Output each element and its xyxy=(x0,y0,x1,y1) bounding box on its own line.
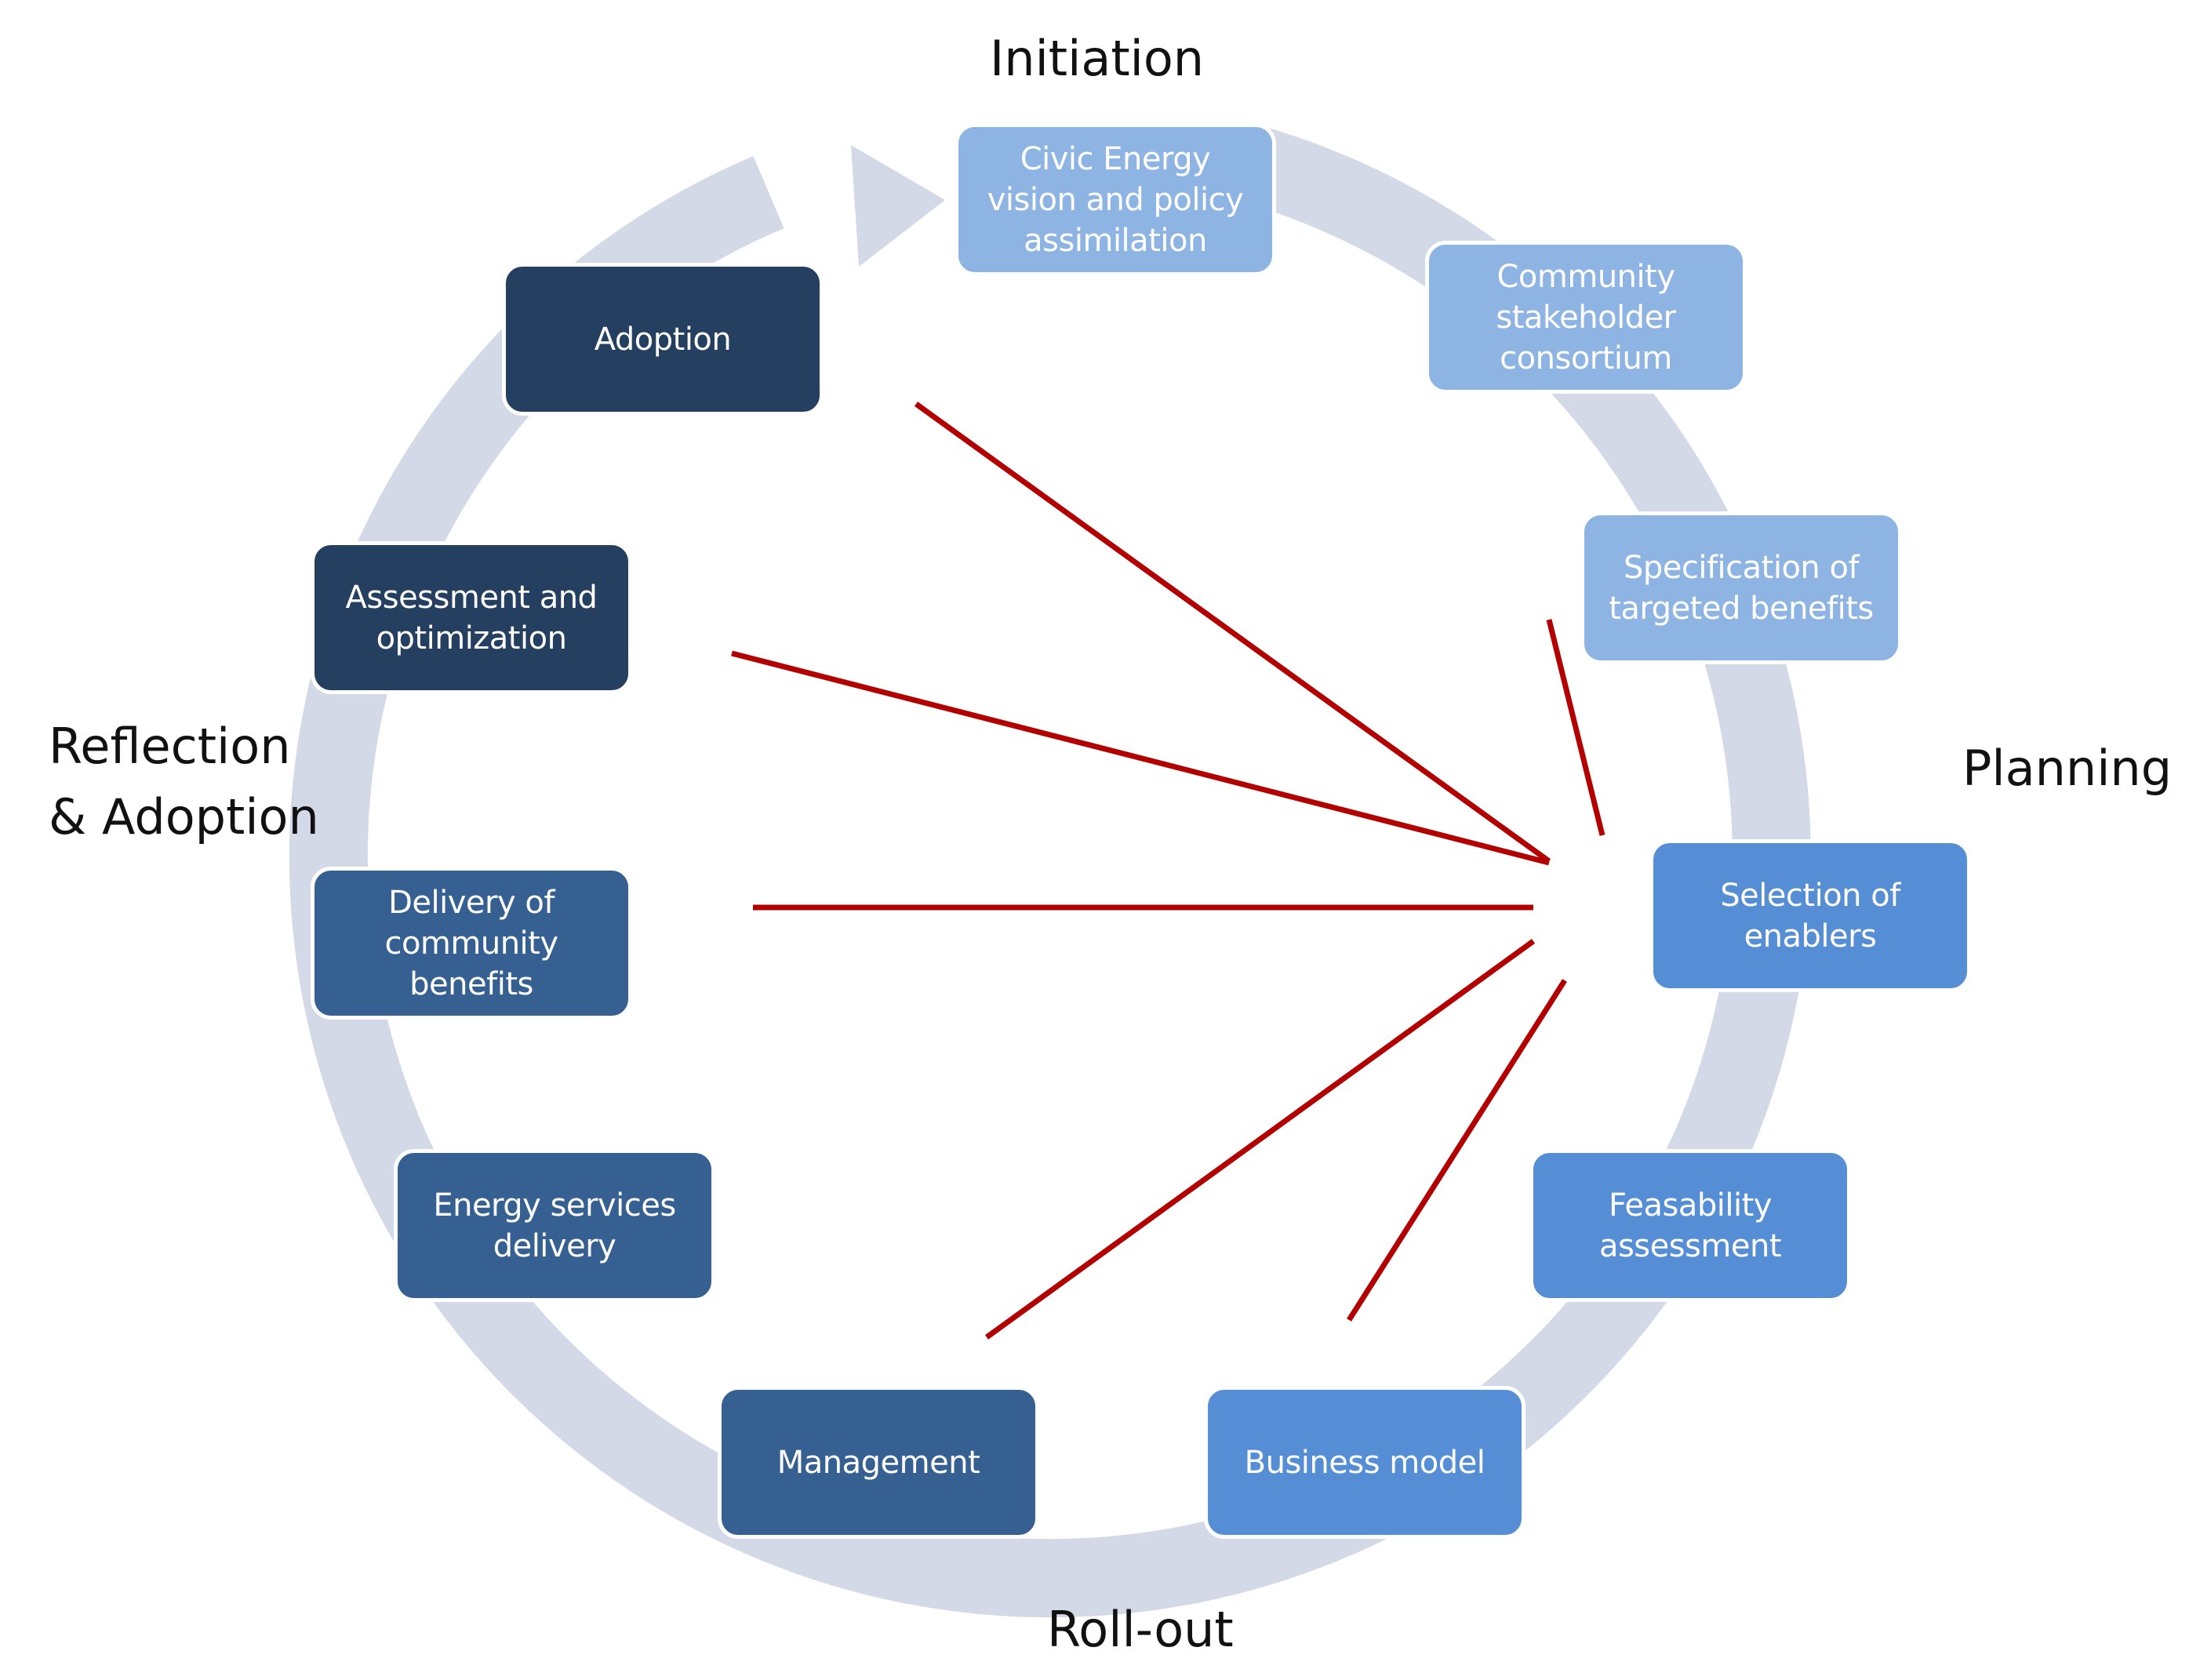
step-label: Feasability assessment xyxy=(1598,1187,1782,1264)
step-business-model: Business model xyxy=(1204,1386,1525,1539)
ring-arrowhead xyxy=(851,145,945,267)
step-community-stakeholder-consortium: Community stakeholder consortium xyxy=(1425,241,1747,394)
step-label: Assessment and optimization xyxy=(345,579,598,656)
phase-label-reflection-adoption: Reflection & Adoption xyxy=(49,718,319,845)
step-label: Adoption xyxy=(594,321,732,358)
step-label: Energy services delivery xyxy=(433,1187,676,1264)
phase-label-planning: Planning xyxy=(1962,740,2173,797)
step-label: Business model xyxy=(1244,1444,1485,1481)
step-label: Delivery of community benefits xyxy=(384,884,558,1002)
phase-label-initiation: Initiation xyxy=(990,30,1205,87)
step-management: Management xyxy=(718,1386,1039,1539)
connector-line-management xyxy=(984,939,1536,1340)
step-specification-of-targeted-benefits: Specification of targeted benefits xyxy=(1580,511,1902,664)
step-label: Specification of targeted benefits xyxy=(1609,549,1874,627)
connector-line-adoption xyxy=(914,402,1551,864)
phase-label-rollout: Roll-out xyxy=(1047,1601,1234,1658)
step-selection-of-enablers: Selection of enablers xyxy=(1649,839,1971,992)
connector-line-assessment xyxy=(731,650,1550,866)
step-assessment-and-optimization: Assessment and optimization xyxy=(311,541,632,694)
step-label: Selection of enablers xyxy=(1720,877,1900,955)
step-label: Civic Energy vision and policy assimilat… xyxy=(987,140,1244,259)
step-label: Community stakeholder consortium xyxy=(1496,258,1676,376)
step-adoption: Adoption xyxy=(502,263,824,416)
connector-line-business-model xyxy=(1347,979,1567,1322)
step-energy-services-delivery: Energy services delivery xyxy=(394,1149,715,1302)
connector-line-specification xyxy=(1546,619,1605,836)
step-civic-energy-vision: Civic Energy vision and policy assimilat… xyxy=(955,123,1276,276)
step-delivery-of-community-benefits: Delivery of community benefits xyxy=(311,867,632,1020)
step-label: Management xyxy=(776,1444,980,1481)
step-feasability-assessment: Feasability assessment xyxy=(1529,1149,1851,1302)
